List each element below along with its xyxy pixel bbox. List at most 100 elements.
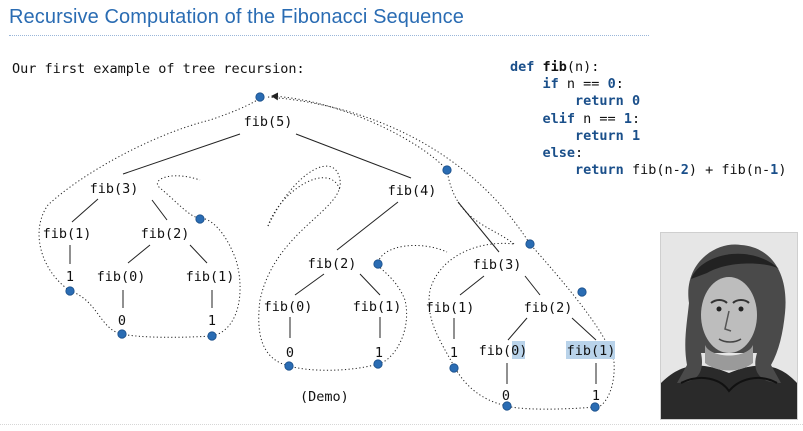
value-1: 1: [450, 345, 458, 361]
kw-else: else: [542, 145, 576, 162]
kw-elif: elif: [542, 110, 576, 127]
evaluation-path: [38, 92, 615, 410]
dot: [373, 359, 383, 369]
expr-minus: -: [672, 162, 681, 179]
edge: [295, 133, 412, 179]
value-1: 1: [375, 345, 383, 361]
dot: [117, 329, 127, 339]
fn-name: fib: [542, 59, 567, 75]
node-fib2: fib(2): [308, 256, 357, 272]
kw-return: return: [575, 162, 624, 179]
path-fib2-left: [258, 165, 379, 371]
value-1: 1: [66, 269, 74, 285]
edge: [294, 273, 325, 296]
edge: [122, 133, 241, 175]
edge: [524, 275, 541, 296]
cond-num: 1: [623, 110, 632, 127]
cond-text: n ==: [558, 76, 608, 93]
code-line-1: def fib(n):: [510, 59, 599, 75]
kw-def: def: [510, 59, 535, 75]
code-line-5: return 1: [510, 128, 640, 144]
edge: [459, 275, 485, 296]
dot: [577, 287, 587, 297]
dot: [284, 361, 294, 371]
cond-text: n ==: [575, 110, 624, 127]
edge: [127, 244, 151, 264]
node-fib4: fib(4): [388, 183, 437, 199]
node-fib0: fib(0): [97, 269, 146, 285]
node-fib1: fib(1): [43, 226, 92, 242]
colon: :: [575, 145, 584, 162]
edge: [189, 244, 208, 264]
highlight-fib1: [566, 341, 615, 359]
code-line-3: return 0: [510, 93, 640, 109]
expr-num: 1: [770, 162, 779, 179]
highlight-fib0-arg: [512, 341, 525, 359]
dot: [195, 214, 205, 224]
value-0: 0: [502, 388, 510, 404]
colon: :: [615, 76, 624, 93]
cond-num: 0: [607, 76, 616, 93]
value-1: 1: [592, 388, 600, 404]
colon: :: [631, 110, 641, 127]
expr-part: ) + fib(n: [688, 162, 763, 179]
dot: [65, 286, 75, 296]
dot: [525, 239, 535, 249]
expr-minus: -: [762, 162, 771, 179]
dot: [590, 402, 600, 412]
edge: [507, 317, 528, 341]
code-line-7: return fib(n-2) + fib(n-1): [510, 162, 786, 178]
intro-text: Our first example of tree recursion:: [12, 61, 305, 77]
value-0: 0: [286, 345, 294, 361]
code-line-6: else:: [510, 145, 584, 162]
edge: [457, 201, 500, 253]
expr-part: ): [778, 162, 787, 179]
path-fib3-up: [446, 169, 515, 245]
kw-if: if: [542, 76, 559, 93]
edge: [71, 198, 99, 223]
node-fib2: fib(2): [524, 300, 573, 316]
node-fib0: fib(0): [264, 299, 313, 315]
expr-part: fib(n: [623, 162, 673, 179]
tree-nodes: fib(5) fib(3) fib(4) fib(1) fib(2) 1 fib…: [43, 114, 616, 404]
node-fib2: fib(2): [141, 226, 190, 242]
edge: [571, 317, 597, 341]
fn-params: (n):: [566, 59, 600, 75]
node-fib3: fib(3): [473, 257, 522, 273]
code-line-2: if n == 0:: [510, 76, 624, 92]
path-fib3-right: [157, 175, 241, 337]
node-fib1: fib(1): [186, 269, 235, 285]
path-return-root: [271, 92, 448, 171]
edge: [359, 273, 381, 296]
value-0: 0: [118, 313, 126, 329]
path-left-outer: [38, 96, 261, 292]
expr-num: 2: [680, 162, 689, 179]
return-num: 0: [631, 93, 641, 110]
dot: [373, 259, 383, 269]
dot: [442, 165, 452, 175]
dot: [502, 401, 512, 411]
fibonacci-portrait-icon: [660, 232, 798, 420]
kw-return: return: [575, 127, 624, 144]
node-fib5: fib(5): [244, 114, 293, 130]
dot: [449, 363, 459, 373]
dot: [207, 331, 217, 341]
node-fib1: fib(1): [353, 299, 402, 315]
path-bottom: [506, 405, 596, 410]
node-fib3: fib(3): [90, 181, 139, 197]
code-block: def fib(n): if n == 0: return 0 elif n =…: [510, 59, 786, 179]
page-title: Recursive Computation of the Fibonacci S…: [9, 6, 464, 28]
edge: [336, 201, 399, 251]
portrait-drawing: [661, 233, 797, 419]
dot-root: [255, 92, 265, 102]
demo-label: (Demo): [300, 389, 349, 405]
title-divider: [9, 35, 649, 36]
footer-divider: [0, 424, 803, 425]
tree-edges: [69, 133, 597, 384]
return-num: 1: [631, 127, 641, 144]
node-fib1: fib(1): [426, 300, 475, 316]
node-fib1: fib(1): [567, 343, 616, 359]
path-loop: [267, 177, 341, 227]
